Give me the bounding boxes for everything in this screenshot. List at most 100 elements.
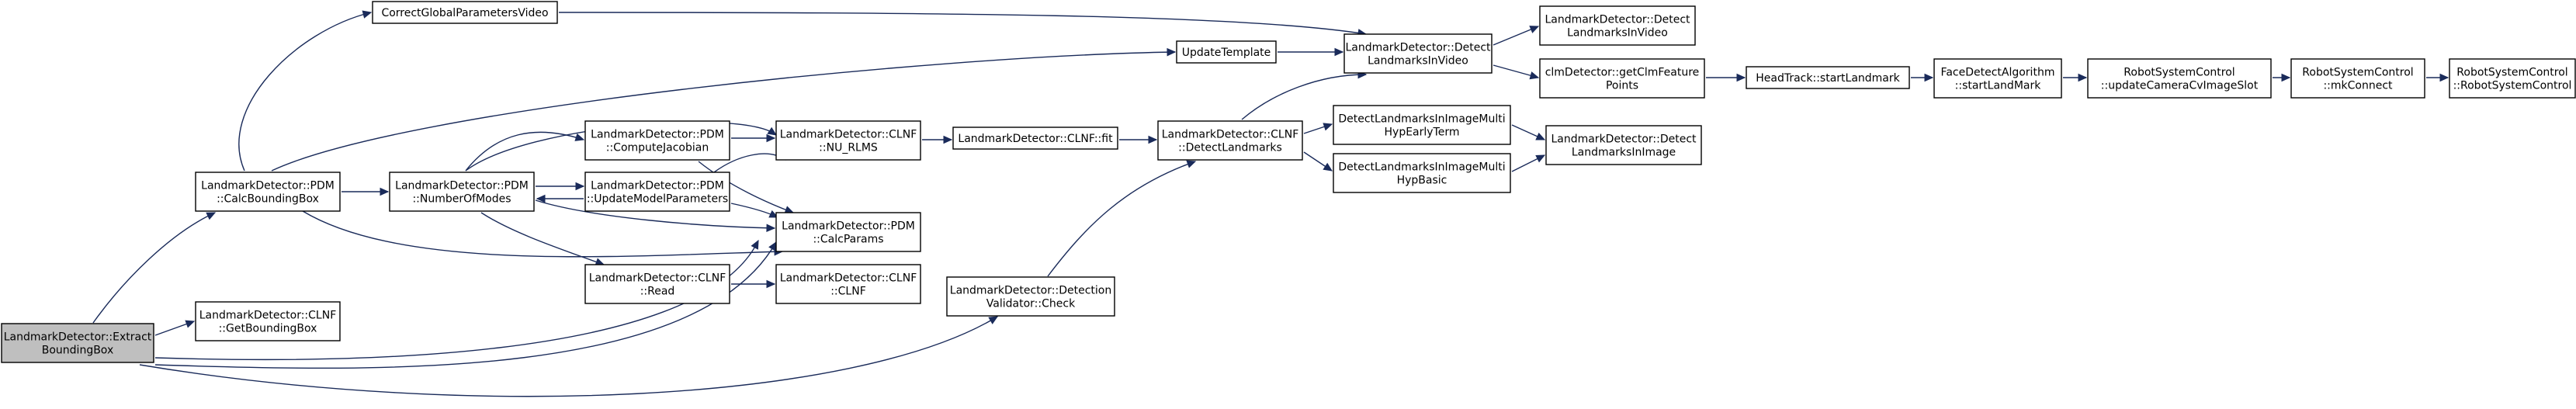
node-label: LandmarkDetector::CLNF bbox=[780, 272, 917, 285]
node-label: LandmarkDetector::Detection bbox=[950, 285, 1111, 297]
node-label: FaceDetectAlgorithm bbox=[1941, 67, 2055, 79]
edge-cjac-to-nurlms bbox=[731, 133, 776, 143]
node-box bbox=[584, 172, 730, 212]
node-headtrack[interactable]: HeadTrack::startLandmark bbox=[1746, 66, 1910, 89]
node-label: HypBasic bbox=[1397, 175, 1447, 187]
node-box bbox=[1, 323, 154, 363]
node-box bbox=[1343, 33, 1493, 74]
node-label: RobotSystemControl bbox=[2456, 67, 2567, 79]
node-mkconnect[interactable]: RobotSystemControl::mkConnect bbox=[2290, 58, 2425, 99]
node-label: RobotSystemControl bbox=[2124, 67, 2234, 79]
node-label: LandmarkDetector::PDM bbox=[395, 180, 529, 192]
node-ump[interactable]: LandmarkDetector::PDM::UpdateModelParame… bbox=[584, 172, 730, 212]
node-label: ::startLandMark bbox=[1955, 80, 2042, 92]
node-label: LandmarkDetector::CLNF bbox=[589, 272, 726, 285]
node-label: BoundingBox bbox=[42, 345, 113, 357]
node-fit[interactable]: LandmarkDetector::CLNF::fit bbox=[952, 127, 1118, 150]
edge-cjac-to-calcparams bbox=[698, 161, 795, 214]
edge-calcbb-to-calcparams bbox=[302, 210, 784, 258]
node-calcparams[interactable]: LandmarkDetector::PDM::CalcParams bbox=[775, 212, 921, 252]
node-label: LandmarksInVideo bbox=[1368, 55, 1468, 68]
node-cjac[interactable]: LandmarkDetector::PDM::ComputeJacobian bbox=[584, 120, 730, 161]
node-label: ::Read bbox=[640, 286, 675, 298]
node-nurlms[interactable]: LandmarkDetector::CLNF::NU_RLMS bbox=[775, 120, 921, 161]
node-box bbox=[195, 301, 341, 341]
node-label: LandmarkDetector::CLNF::fit bbox=[958, 133, 1113, 145]
node-detlm[interactable]: LandmarkDetector::CLNF::DetectLandmarks bbox=[1157, 120, 1303, 161]
node-label: LandmarkDetector::PDM bbox=[201, 180, 335, 192]
node-label: ::updateCameraCvImageSlot bbox=[2101, 80, 2259, 92]
node-label: ::RobotSystemControl bbox=[2453, 80, 2572, 92]
node-clnfctor[interactable]: LandmarkDetector::CLNF::CLNF bbox=[775, 264, 921, 304]
edge-calcbb-to-cgpv bbox=[238, 10, 373, 172]
node-label: ::ComputeJacobian bbox=[606, 142, 709, 154]
edge-facedetect-to-updcam bbox=[2063, 73, 2088, 82]
node-label: ::CalcBoundingBox bbox=[217, 193, 319, 206]
node-label: ::NumberOfModes bbox=[412, 193, 511, 206]
edge-fit-to-detlm bbox=[1119, 135, 1158, 144]
edge-early-to-dlimg bbox=[1511, 124, 1546, 140]
node-box bbox=[952, 127, 1118, 150]
node-box bbox=[1333, 105, 1511, 145]
edge-nmodes-to-cjac bbox=[465, 131, 585, 172]
node-label: LandmarkDetector::CLNF bbox=[1162, 129, 1299, 141]
node-nmodes[interactable]: LandmarkDetector::PDM::NumberOfModes bbox=[389, 172, 535, 212]
edge-updtpl-to-dlivid bbox=[1278, 47, 1344, 57]
node-label: HypEarlyTerm bbox=[1385, 127, 1460, 139]
edge-mkconnect-to-rsctor bbox=[2426, 73, 2449, 82]
edge-calcbb-to-nmodes bbox=[342, 187, 390, 196]
node-rsctor[interactable]: RobotSystemControl::RobotSystemControl bbox=[2449, 58, 2576, 99]
edge-dlivid-to-getclm bbox=[1493, 64, 1540, 80]
node-label: DetectLandmarksInImageMulti bbox=[1338, 161, 1505, 174]
node-dvcheck[interactable]: LandmarkDetector::DetectionValidator::Ch… bbox=[946, 276, 1115, 317]
node-box bbox=[1539, 5, 1696, 46]
node-updcam[interactable]: RobotSystemControl::updateCameraCvImageS… bbox=[2087, 58, 2272, 99]
node-calcbb[interactable]: LandmarkDetector::PDM::CalcBoundingBox bbox=[195, 172, 341, 212]
edge-getclm-to-headtrack bbox=[1706, 73, 1746, 82]
edge-extract-to-dvcheck bbox=[139, 316, 999, 397]
node-label: ::NU_RLMS bbox=[819, 142, 878, 154]
node-label: ::GetBoundingBox bbox=[219, 323, 317, 335]
node-facedetect[interactable]: FaceDetectAlgorithm::startLandMark bbox=[1933, 58, 2062, 99]
node-box bbox=[2449, 58, 2576, 99]
node-read[interactable]: LandmarkDetector::CLNF::Read bbox=[584, 264, 730, 304]
node-label: LandmarkDetector::PDM bbox=[782, 220, 915, 233]
node-box bbox=[1333, 153, 1511, 193]
node-box bbox=[1933, 58, 2062, 99]
node-label: RobotSystemControl bbox=[2302, 67, 2413, 79]
edge-cgpv-to-dlivid bbox=[558, 12, 1368, 37]
edge-nmodes-to-read bbox=[480, 212, 605, 266]
edge-nmodes-to-calcparams bbox=[535, 199, 776, 233]
node-box bbox=[2087, 58, 2272, 99]
edge-read-to-clnfctor bbox=[731, 279, 776, 289]
edge-ump-to-calcparams bbox=[730, 203, 779, 218]
node-label: LandmarkDetector::Extract bbox=[4, 331, 152, 344]
edge-dvcheck-to-detlm bbox=[1047, 160, 1197, 277]
node-label: Points bbox=[1606, 80, 1638, 92]
node-getbb[interactable]: LandmarkDetector::CLNF::GetBoundingBox bbox=[195, 301, 341, 341]
node-box bbox=[775, 120, 921, 161]
node-label: DetectLandmarksInImageMulti bbox=[1338, 113, 1505, 126]
node-label: clmDetector::getClmFeature bbox=[1545, 67, 1700, 79]
node-label: LandmarkDetector::CLNF bbox=[199, 310, 337, 322]
node-box bbox=[946, 276, 1115, 317]
node-box bbox=[584, 120, 730, 161]
node-dlimg[interactable]: LandmarkDetector::DetectLandmarksInImage bbox=[1545, 125, 1702, 165]
node-updtpl[interactable]: UpdateTemplate bbox=[1176, 40, 1277, 64]
node-label: Validator::Check bbox=[986, 298, 1076, 310]
node-label: LandmarkDetector::CLNF bbox=[780, 129, 917, 141]
node-cgpv[interactable]: CorrectGlobalParametersVideo bbox=[372, 1, 558, 24]
node-box bbox=[1157, 120, 1303, 161]
node-label: LandmarkDetector::Detect bbox=[1345, 42, 1491, 54]
edge-detlm-to-early bbox=[1303, 123, 1333, 134]
node-label: LandmarksInVideo bbox=[1567, 27, 1668, 40]
node-label: ::CLNF bbox=[830, 286, 866, 298]
